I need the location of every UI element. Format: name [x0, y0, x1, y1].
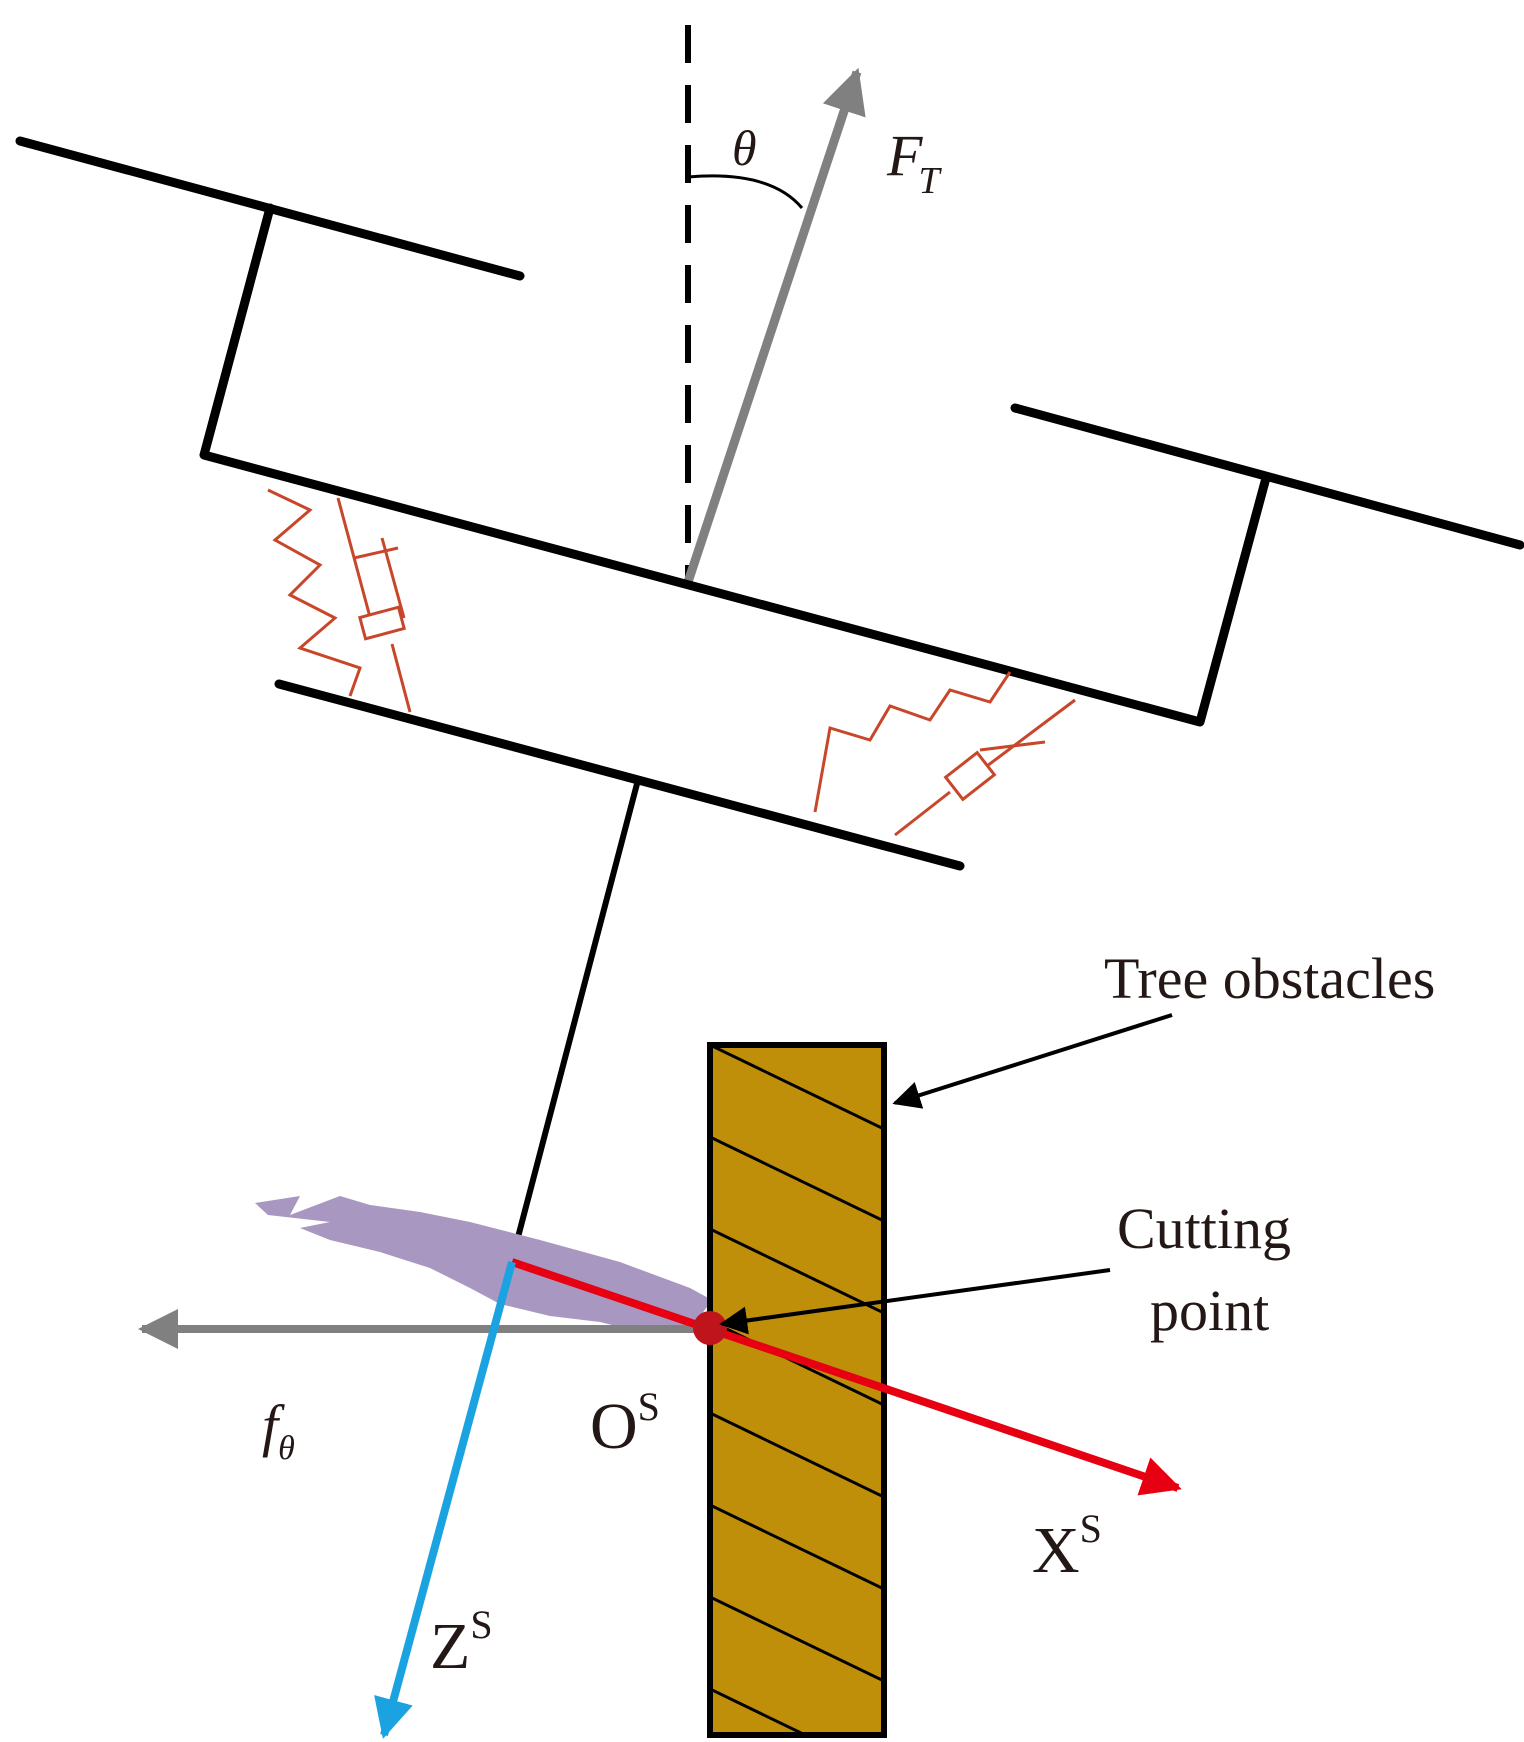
theta-label: θ: [732, 120, 757, 176]
z-axis-sup: S: [470, 1602, 492, 1647]
cutting-point-label-line1: Cutting: [1117, 1196, 1291, 1261]
z-axis-arrow: [374, 1260, 516, 1739]
origin-sup: S: [638, 1384, 660, 1429]
x-axis-sup: S: [1080, 1506, 1102, 1551]
cutter-arm: [509, 779, 641, 1261]
upper-frame: [15, 136, 1524, 727]
friction-force-sub: θ: [278, 1430, 295, 1467]
thrust-force-arrow: [683, 67, 866, 584]
z-axis-main: Z: [430, 1610, 470, 1683]
cutting-debris: [255, 1196, 712, 1332]
tree-obstacles-label: Tree obstacles: [1104, 946, 1435, 1011]
cutting-point-leader: [719, 1268, 1111, 1335]
theta-angle-arc: [687, 174, 804, 209]
right-spring-damper: [813, 671, 1076, 837]
origin-main: O: [590, 1390, 638, 1463]
cutting-point-dot: [693, 1311, 727, 1345]
x-axis-label: XS: [1032, 1506, 1102, 1587]
left-spring-damper: [267, 488, 412, 713]
cutting-point-label-line2: point: [1150, 1278, 1269, 1343]
x-axis-main: X: [1032, 1514, 1080, 1587]
x-axis-arrow: [510, 1258, 1182, 1496]
tree-obstacle: [707, 1042, 887, 1738]
friction-force-label: fθ: [262, 1393, 295, 1467]
thrust-force-label: FT: [886, 123, 942, 202]
lower-plate: [274, 679, 965, 871]
z-axis-label: ZS: [430, 1602, 493, 1683]
thrust-force-sub: T: [918, 160, 942, 202]
origin-label: OS: [590, 1384, 660, 1463]
thrust-force-main: F: [886, 123, 923, 188]
tree-obstacles-leader: [892, 1013, 1173, 1109]
